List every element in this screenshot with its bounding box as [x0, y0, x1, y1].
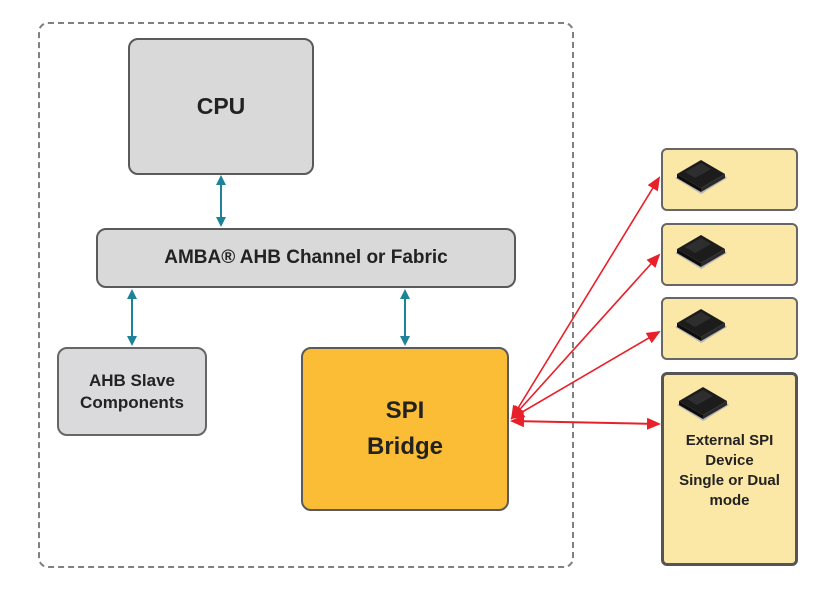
cpu-block: CPU: [128, 38, 314, 175]
device-label-line2: Device: [705, 452, 754, 469]
spi-device1-arrow: [510, 176, 661, 420]
slave-label-line2: Components: [80, 392, 184, 412]
ahb-slave-components-block: AHB Slave Components: [57, 347, 207, 436]
device-label-line4: mode: [709, 492, 750, 509]
cpu-label: CPU: [196, 93, 246, 119]
spi-device2-arrow: [510, 253, 661, 420]
external-device-3: [661, 297, 798, 360]
device-label-line1: External SPI: [685, 432, 774, 449]
device-label-line3: Single or Dual: [679, 472, 780, 489]
amba-bus-label: AMBA® AHB Channel or Fabric: [164, 247, 448, 268]
spi-device3-arrow: [510, 330, 661, 420]
chip-icon: [675, 235, 727, 269]
chip-icon: [677, 387, 729, 421]
spi-label-line1: SPI: [385, 397, 425, 424]
spi-bridge-block: SPI Bridge: [301, 347, 509, 511]
spi-device4-arrow: [510, 415, 661, 430]
spi-label-line2: Bridge: [366, 433, 443, 460]
chip-icon: [675, 160, 727, 194]
amba-ahb-bus-block: AMBA® AHB Channel or Fabric: [96, 228, 516, 288]
slave-label-line1: AHB Slave: [89, 370, 175, 390]
external-device-2: [661, 223, 798, 286]
external-spi-device: External SPI Device Single or Dual mode: [661, 372, 798, 566]
chip-icon: [675, 309, 727, 343]
external-device-1: [661, 148, 798, 211]
